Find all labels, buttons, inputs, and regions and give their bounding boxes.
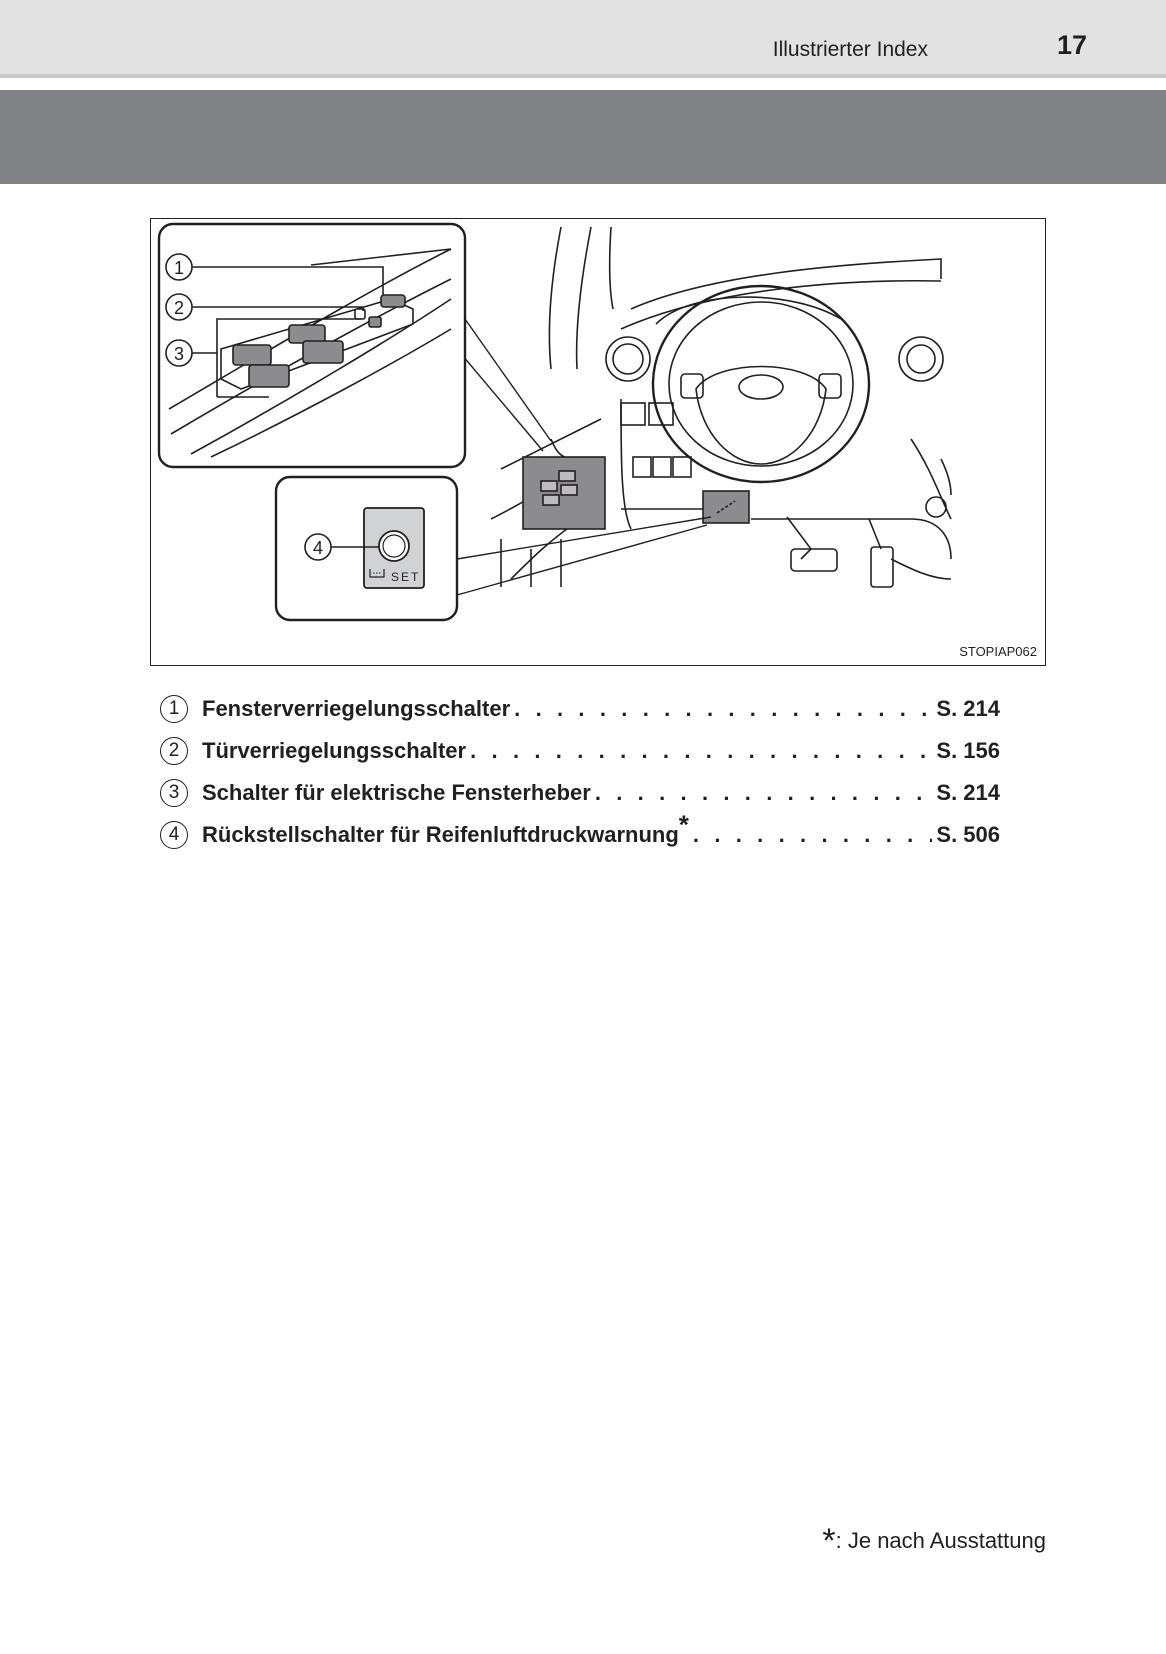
leader-dots: . . . . . . . . . . . . . . . . . . . . … — [595, 780, 933, 806]
page-reference[interactable]: S. 214 — [936, 696, 1000, 722]
callout-4-label: 4 — [313, 538, 323, 558]
index-list: 1 Fensterverriegelungsschalter . . . . .… — [160, 688, 1000, 856]
callout-1: 1 — [166, 254, 192, 280]
window-lock-switch — [381, 295, 405, 307]
zoom-connector — [457, 525, 707, 595]
dashboard-drawing: SET 1 2 3 4 — [151, 219, 1046, 666]
chapter-band — [0, 90, 1166, 184]
item-number: 2 — [160, 737, 188, 765]
switch-block — [673, 457, 691, 477]
callout-4: 4 — [305, 534, 331, 560]
index-item[interactable]: 3 Schalter für elektrische Fensterheber … — [160, 772, 1000, 814]
switch-block — [621, 403, 645, 425]
item-number: 3 — [160, 779, 188, 807]
footnote: *: Je nach Ausstattung — [822, 1522, 1046, 1561]
door-switch — [559, 471, 575, 481]
zoom-connector — [465, 319, 551, 441]
header-rule — [0, 74, 1166, 78]
section-title: Illustrierter Index — [773, 38, 928, 62]
page-number: 17 — [1057, 30, 1087, 61]
zoom-connector — [457, 349, 543, 451]
console-edge — [941, 459, 951, 495]
leader-dots: . . . . . . . . . . . . . . . . . . . . … — [514, 696, 932, 722]
ignition — [926, 497, 946, 517]
power-window-switch — [249, 365, 289, 387]
knee-panel — [621, 509, 711, 519]
steering-wheel-rim — [653, 286, 869, 482]
pillar-line — [549, 227, 561, 369]
item-label: Rückstellschalter für Reifenluftdruckwar… — [202, 822, 689, 848]
item-asterisk: * — [679, 810, 689, 840]
power-window-switch — [303, 341, 343, 363]
steering-emblem — [739, 375, 783, 399]
item-label: Türverriegelungsschalter — [202, 738, 466, 764]
callout-3: 3 — [166, 340, 192, 366]
item-label-text: Türverriegelungsschalter — [202, 738, 466, 763]
index-item[interactable]: 1 Fensterverriegelungsschalter . . . . .… — [160, 688, 1000, 730]
right-vent-inner — [907, 345, 935, 373]
leader-dots: . . . . . . . . . . . . . . . . . . . . … — [693, 822, 933, 848]
header-band — [0, 0, 1166, 78]
console-edge — [911, 439, 951, 519]
door-switch — [543, 495, 559, 505]
item-number: 1 — [160, 695, 188, 723]
item-label-text: Fensterverriegelungsschalter — [202, 696, 510, 721]
wheel-button-right — [819, 374, 841, 398]
page-reference[interactable]: S. 214 — [936, 780, 1000, 806]
callout-2: 2 — [166, 294, 192, 320]
item-label: Schalter für elektrische Fensterheber — [202, 780, 591, 806]
item-label-text: Rückstellschalter für Reifenluftdruckwar… — [202, 822, 679, 847]
dash-top — [631, 259, 941, 309]
knee-panel — [751, 519, 951, 559]
callout-2-label: 2 — [174, 298, 184, 318]
footnote-asterisk: * — [822, 1522, 835, 1560]
pillar-line — [610, 227, 613, 309]
footnote-text: : Je nach Ausstattung — [836, 1528, 1046, 1553]
index-item[interactable]: 2 Türverriegelungsschalter . . . . . . .… — [160, 730, 1000, 772]
floor-line — [891, 559, 951, 579]
page-reference[interactable]: S. 156 — [936, 738, 1000, 764]
item-label: Fensterverriegelungsschalter — [202, 696, 510, 722]
door-switch — [561, 485, 577, 495]
door-handle — [551, 439, 565, 457]
pedal-arm — [869, 519, 881, 549]
page-reference[interactable]: S. 506 — [936, 822, 1000, 848]
accelerator-pedal — [871, 547, 893, 587]
leader-dots: . . . . . . . . . . . . . . . . . . . . … — [470, 738, 932, 764]
power-window-switch — [233, 345, 271, 365]
pillar-line — [577, 227, 591, 369]
wheel-button-left — [681, 374, 703, 398]
door-switch — [541, 481, 557, 491]
item-label-text: Schalter für elektrische Fensterheber — [202, 780, 591, 805]
index-item[interactable]: 4 Rückstellschalter für Reifenluftdruckw… — [160, 814, 1000, 856]
door-lock-switch — [369, 317, 381, 327]
callout-1-label: 1 — [174, 258, 184, 278]
switch-block — [653, 457, 671, 477]
figure-code: STOPIAP062 — [959, 644, 1037, 659]
cluster-hood — [656, 297, 841, 324]
brake-pedal — [791, 549, 837, 571]
callout-3-label: 3 — [174, 344, 184, 364]
dashboard-illustration: SET 1 2 3 4 STOPIAP062 — [150, 218, 1046, 666]
steering-wheel-inner — [669, 302, 853, 466]
item-number: 4 — [160, 821, 188, 849]
right-vent — [899, 337, 943, 381]
left-vent-inner — [613, 344, 643, 374]
switch-block — [633, 457, 651, 477]
tpms-set-label: SET — [391, 570, 420, 584]
steering-hub — [696, 367, 826, 465]
